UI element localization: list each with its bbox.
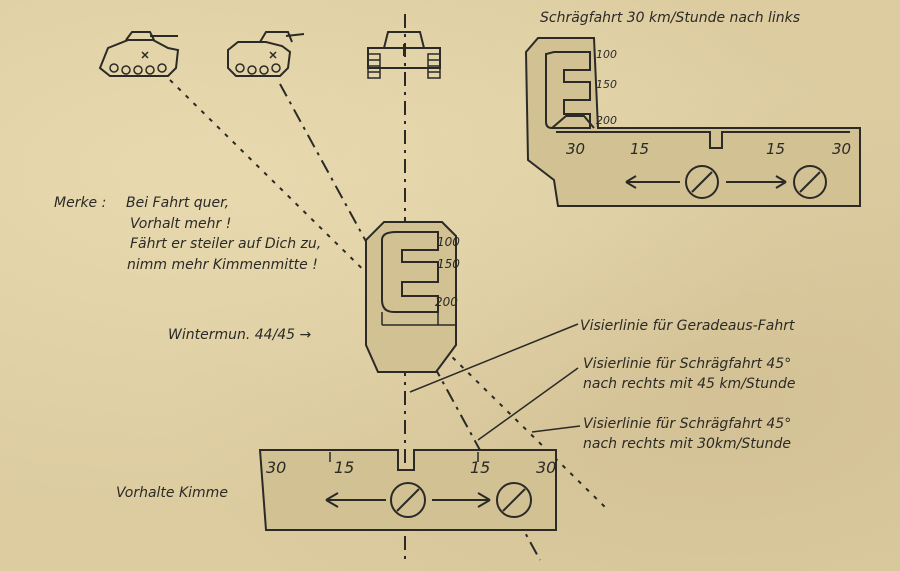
inset-notch-30-left: 30 bbox=[566, 140, 585, 158]
note-line-3: Fährt er steiler auf Dich zu, bbox=[130, 236, 321, 252]
inset-scale-200: 200 bbox=[596, 114, 617, 127]
callout-slow-line2: nach rechts mit 30km/Stunde bbox=[583, 436, 791, 452]
bottom-label: Vorhalte Kimme bbox=[116, 485, 228, 501]
leader-straight bbox=[409, 323, 579, 393]
sight-model-label: Wintermun. 44/45 → bbox=[168, 327, 312, 343]
callout-fast-line1: Visierlinie für Schrägfahrt 45° bbox=[583, 356, 791, 372]
inset-notch-30-right: 30 bbox=[832, 140, 851, 158]
scale-200: 200 bbox=[435, 295, 458, 309]
note-line-1: Bei Fahrt quer, bbox=[126, 195, 229, 211]
leader-slow bbox=[531, 425, 581, 433]
callout-straight: Visierlinie für Geradeaus-Fahrt bbox=[580, 318, 795, 334]
scale-100: 100 bbox=[437, 235, 460, 249]
leader-fast bbox=[477, 367, 579, 441]
note-prefix: Merke : bbox=[54, 195, 106, 211]
inset-title: Schrägfahrt 30 km/Stunde nach links bbox=[540, 10, 800, 26]
notch-30-left: 30 bbox=[266, 458, 286, 477]
tank-side-icon bbox=[98, 31, 180, 77]
callout-fast-line2: nach rechts mit 45 km/Stunde bbox=[583, 376, 795, 392]
inset-notch-15-right: 15 bbox=[766, 140, 785, 158]
sight-plate-main bbox=[365, 221, 457, 373]
inset-scale-100: 100 bbox=[596, 48, 617, 61]
notch-30-right: 30 bbox=[536, 458, 556, 477]
arrow-left-icon bbox=[325, 492, 386, 508]
sight-line-slow bbox=[169, 79, 609, 511]
notch-plate bbox=[258, 449, 557, 531]
notch-15-left: 15 bbox=[334, 458, 354, 477]
note-line-2: Vorhalt mehr ! bbox=[130, 216, 231, 232]
arrow-right-icon bbox=[432, 492, 491, 508]
inset-scale-150: 150 bbox=[596, 78, 617, 91]
tank-side-icon bbox=[227, 31, 305, 77]
callout-slow-line1: Visierlinie für Schrägfahrt 45° bbox=[583, 416, 791, 432]
inset-notch-15-left: 15 bbox=[630, 140, 649, 158]
inset-sight bbox=[524, 37, 861, 207]
scale-150: 150 bbox=[437, 257, 460, 271]
notch-15-right: 15 bbox=[470, 458, 490, 477]
note-line-4: nimm mehr Kimmenmitte ! bbox=[127, 257, 318, 273]
